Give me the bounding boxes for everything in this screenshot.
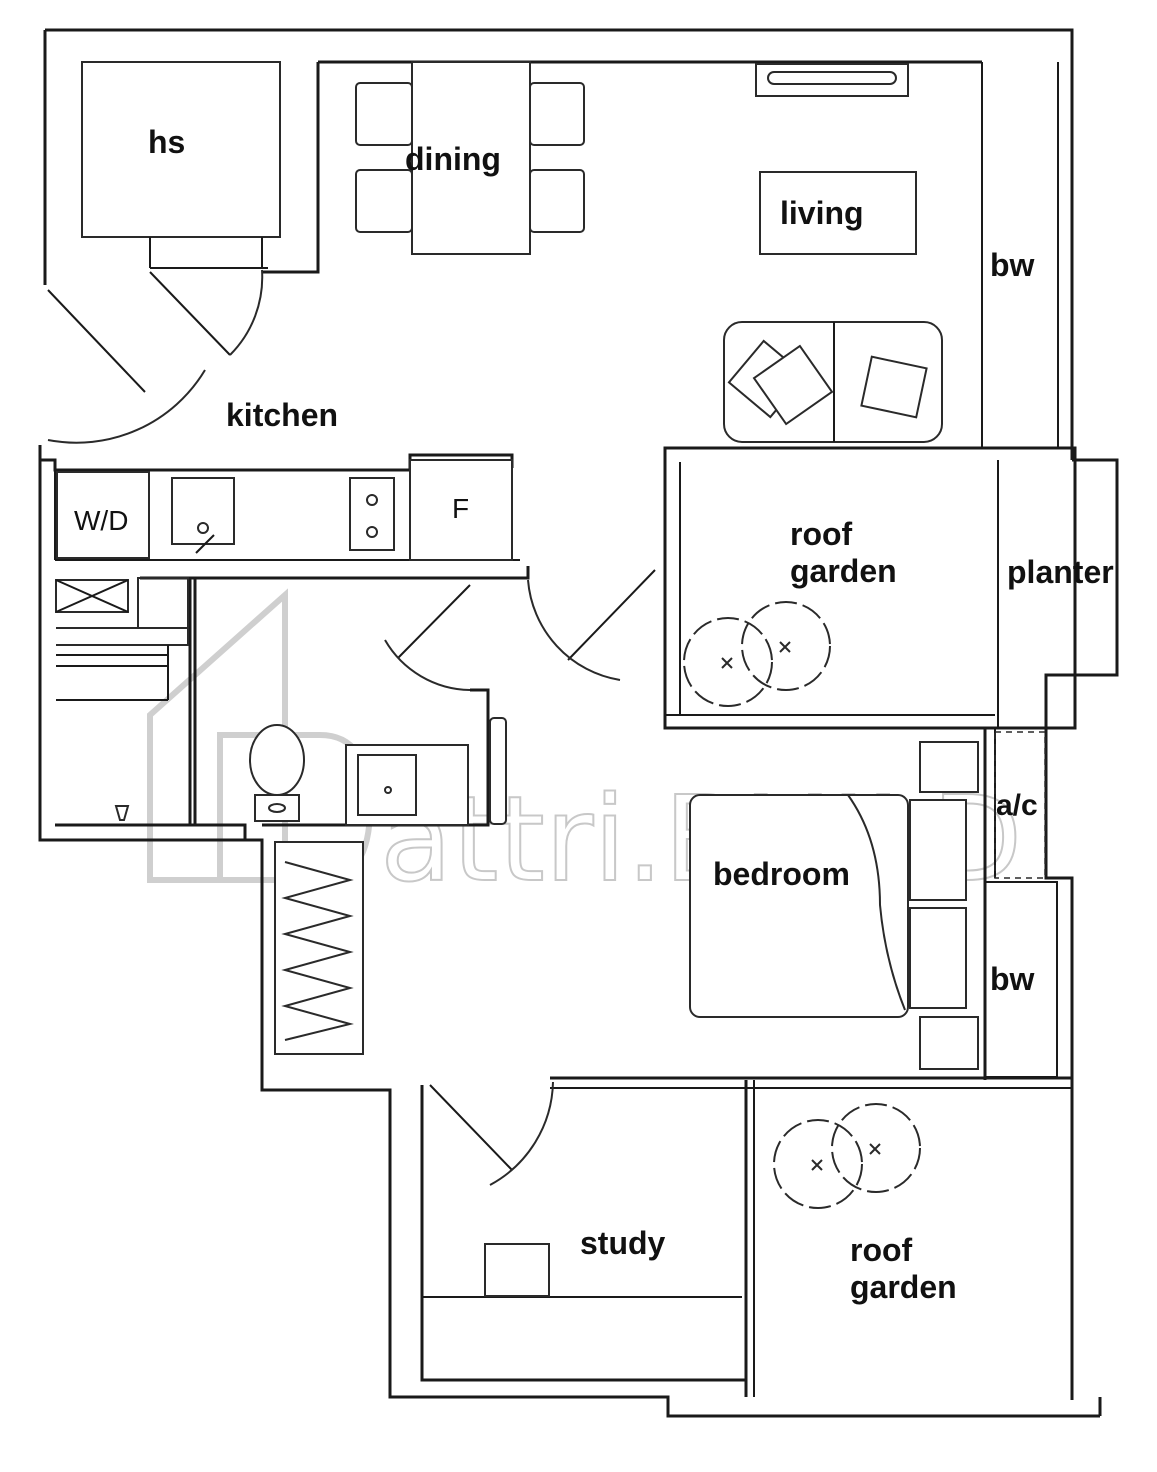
cooktop xyxy=(349,477,395,551)
label-roof-garden-bottom-1: roof xyxy=(850,1232,913,1268)
label-bedroom: bedroom xyxy=(713,856,850,892)
label-roof-garden-bottom-2: garden xyxy=(850,1269,957,1305)
coffee-table xyxy=(759,171,917,255)
dining-table xyxy=(411,61,531,255)
furniture xyxy=(55,61,979,1297)
household-shelter xyxy=(81,61,281,238)
label-ac: a/c xyxy=(996,789,1038,822)
label-living: living xyxy=(780,195,864,231)
label-planter: planter xyxy=(1007,554,1114,590)
label-roof-garden-top-1: roof xyxy=(790,516,853,552)
dining-chair xyxy=(529,82,585,146)
doors xyxy=(47,267,656,1186)
study-chair xyxy=(484,1243,550,1297)
label-hs: hs xyxy=(148,124,185,160)
label-roof-garden-top-2: garden xyxy=(790,553,897,589)
label-kitchen: kitchen xyxy=(226,397,338,433)
washer-dryer xyxy=(56,471,150,559)
label-dining: dining xyxy=(405,141,501,177)
kitchen-sink xyxy=(171,477,235,545)
fridge xyxy=(409,459,513,561)
interior-walls xyxy=(40,60,1077,1397)
outer-walls xyxy=(38,28,1119,1418)
label-fridge: F xyxy=(452,493,469,524)
plant-icon xyxy=(683,601,831,707)
label-wd: W/D xyxy=(74,505,128,536)
room-labels: hs dining living bw kitchen W/D F roof g… xyxy=(74,124,1114,1305)
dining-chair xyxy=(355,82,413,146)
wardrobe xyxy=(274,841,364,1055)
dining-chair xyxy=(355,169,413,233)
label-study: study xyxy=(580,1225,666,1261)
toilet xyxy=(249,724,305,796)
dining-chair xyxy=(529,169,585,233)
label-bw-bottom: bw xyxy=(990,961,1035,997)
bed xyxy=(689,794,909,1018)
label-bw-top: bw xyxy=(990,247,1035,283)
plant-icon xyxy=(773,1103,921,1209)
